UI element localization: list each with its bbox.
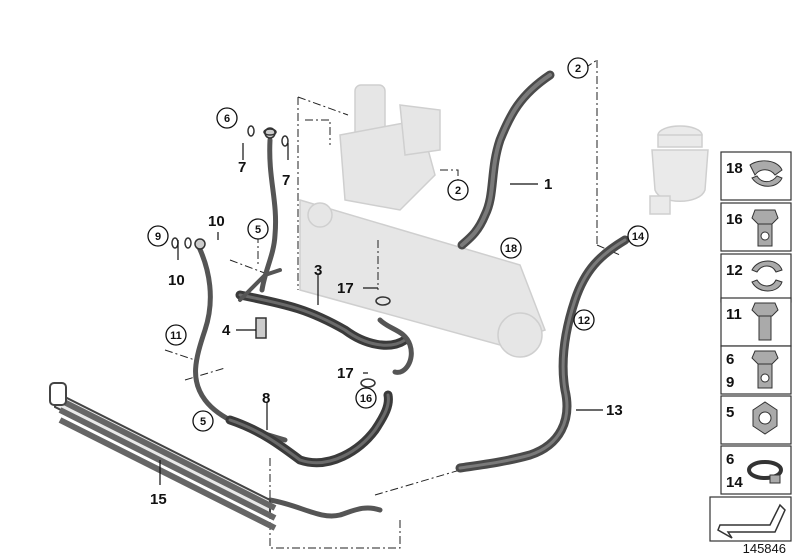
callout-17b: 17: [337, 365, 354, 382]
svg-text:14: 14: [726, 474, 743, 491]
nut-icon: [752, 401, 778, 435]
callout-17a: 17: [337, 280, 354, 297]
svg-text:6: 6: [726, 451, 734, 468]
svg-text:6: 6: [224, 113, 230, 125]
clamp-icon: [751, 260, 783, 292]
callout-15: 15: [150, 491, 167, 508]
hose-part-1: [457, 70, 555, 250]
legend-item-5: 5: [720, 395, 792, 445]
hose-clamp-icon: [747, 460, 783, 484]
callout-2b: 2: [447, 179, 469, 201]
legend-item-16: 16: [720, 202, 792, 252]
callout-1: 1: [544, 176, 552, 193]
svg-text:9: 9: [155, 231, 161, 243]
hoses: [193, 70, 630, 519]
callout-11: 11: [165, 324, 187, 346]
callout-13: 13: [606, 402, 623, 419]
clip-icon: [749, 160, 783, 187]
svg-text:9: 9: [726, 374, 734, 391]
svg-text:11: 11: [170, 330, 182, 342]
cooler-line: [267, 497, 383, 519]
plain-callouts: 1 3 4 7 7 8 10 10 13 15 17 17: [150, 159, 623, 508]
callout-10b: 10: [168, 272, 185, 289]
callout-18: 18: [500, 237, 522, 259]
svg-text:5: 5: [200, 416, 206, 428]
svg-text:2: 2: [575, 63, 581, 75]
callout-5b: 5: [192, 410, 214, 432]
callout-16: 16: [355, 387, 377, 409]
callout-14: 14: [627, 225, 649, 247]
reservoir: [649, 125, 709, 215]
banjo-bolt-icon: [751, 209, 779, 247]
bolt-icon: [751, 302, 779, 341]
callout-3: 3: [314, 262, 322, 279]
callout-5a: 5: [247, 218, 269, 240]
legend-item-arrow: [709, 496, 792, 542]
legend-item-6-14: 6 14: [720, 445, 792, 495]
svg-text:12: 12: [726, 262, 743, 279]
banjo-bolt-seal-icon: [751, 350, 779, 389]
callout-9: 9: [147, 225, 169, 247]
svg-text:16: 16: [360, 393, 372, 405]
svg-text:12: 12: [578, 315, 590, 327]
callout-7a: 7: [238, 159, 246, 176]
svg-text:14: 14: [632, 231, 645, 243]
callout-2a: 2: [567, 57, 589, 79]
svg-text:11: 11: [726, 306, 742, 323]
callout-8: 8: [262, 390, 270, 407]
direction-arrow-icon: [717, 503, 786, 539]
svg-text:18: 18: [726, 160, 743, 177]
pipe-part-7: [259, 137, 279, 293]
svg-text:18: 18: [505, 243, 517, 255]
legend-item-6-9: 6 9: [720, 345, 792, 395]
callout-12: 12: [573, 309, 595, 331]
legend-item-11: 11: [720, 297, 792, 347]
svg-text:5: 5: [255, 224, 261, 236]
steering-rack-ghost: [299, 84, 546, 358]
svg-text:5: 5: [726, 404, 734, 421]
callout-7b: 7: [282, 172, 290, 189]
cooler-part-15: [49, 382, 277, 531]
leader-lines: [159, 143, 603, 485]
legend-item-12: 12: [720, 253, 792, 303]
circled-callouts: 2 2 5 5 6 9 11 12 14 16 18: [147, 57, 649, 432]
callout-4: 4: [222, 322, 231, 339]
svg-text:2: 2: [455, 185, 461, 197]
legend-panel: 18 16 12 11: [709, 151, 792, 542]
svg-text:16: 16: [726, 211, 743, 228]
callout-6: 6: [216, 107, 238, 129]
callout-10a: 10: [208, 213, 225, 230]
legend-item-18: 18: [720, 151, 792, 201]
document-number: 145846: [742, 541, 786, 556]
svg-text:6: 6: [726, 351, 734, 368]
